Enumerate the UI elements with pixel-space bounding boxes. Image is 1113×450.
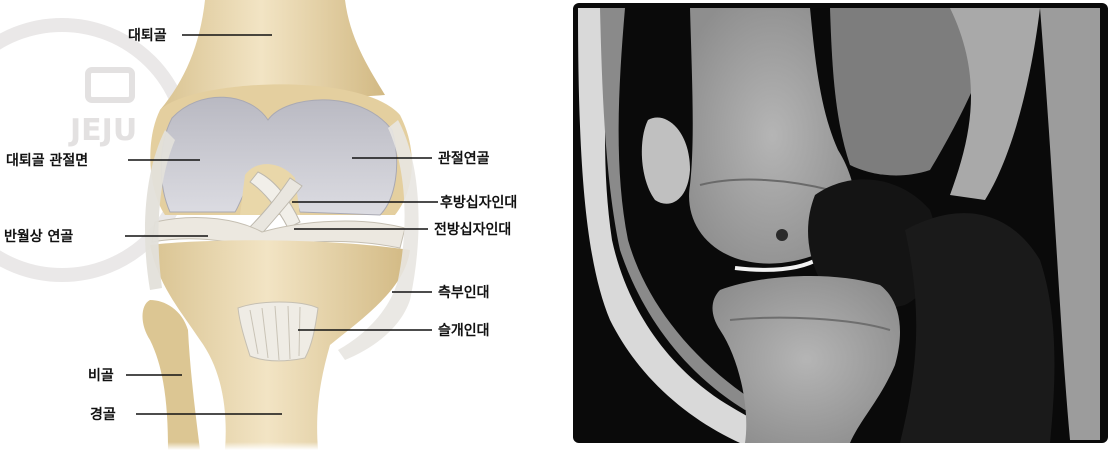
label-femur: 대퇴골	[128, 28, 167, 44]
label-collateral-ligament: 측부인대	[438, 284, 490, 301]
label-acl: 전방십자인대	[434, 221, 511, 238]
watermark-text: JEJU	[68, 113, 137, 148]
knee-illustration	[120, 0, 440, 450]
label-patellar-ligament: 슬개인대	[438, 322, 490, 339]
knee-mri-image	[573, 3, 1108, 443]
label-pcl: 후방십자인대	[440, 194, 517, 211]
label-fibula: 비골	[88, 368, 114, 384]
label-articular-cartilage: 관절연골	[438, 150, 490, 167]
label-femoral-articular-surface: 대퇴골 관절면	[6, 152, 88, 169]
label-tibia: 경골	[90, 406, 116, 423]
label-meniscus: 반월상 연골	[4, 228, 73, 245]
